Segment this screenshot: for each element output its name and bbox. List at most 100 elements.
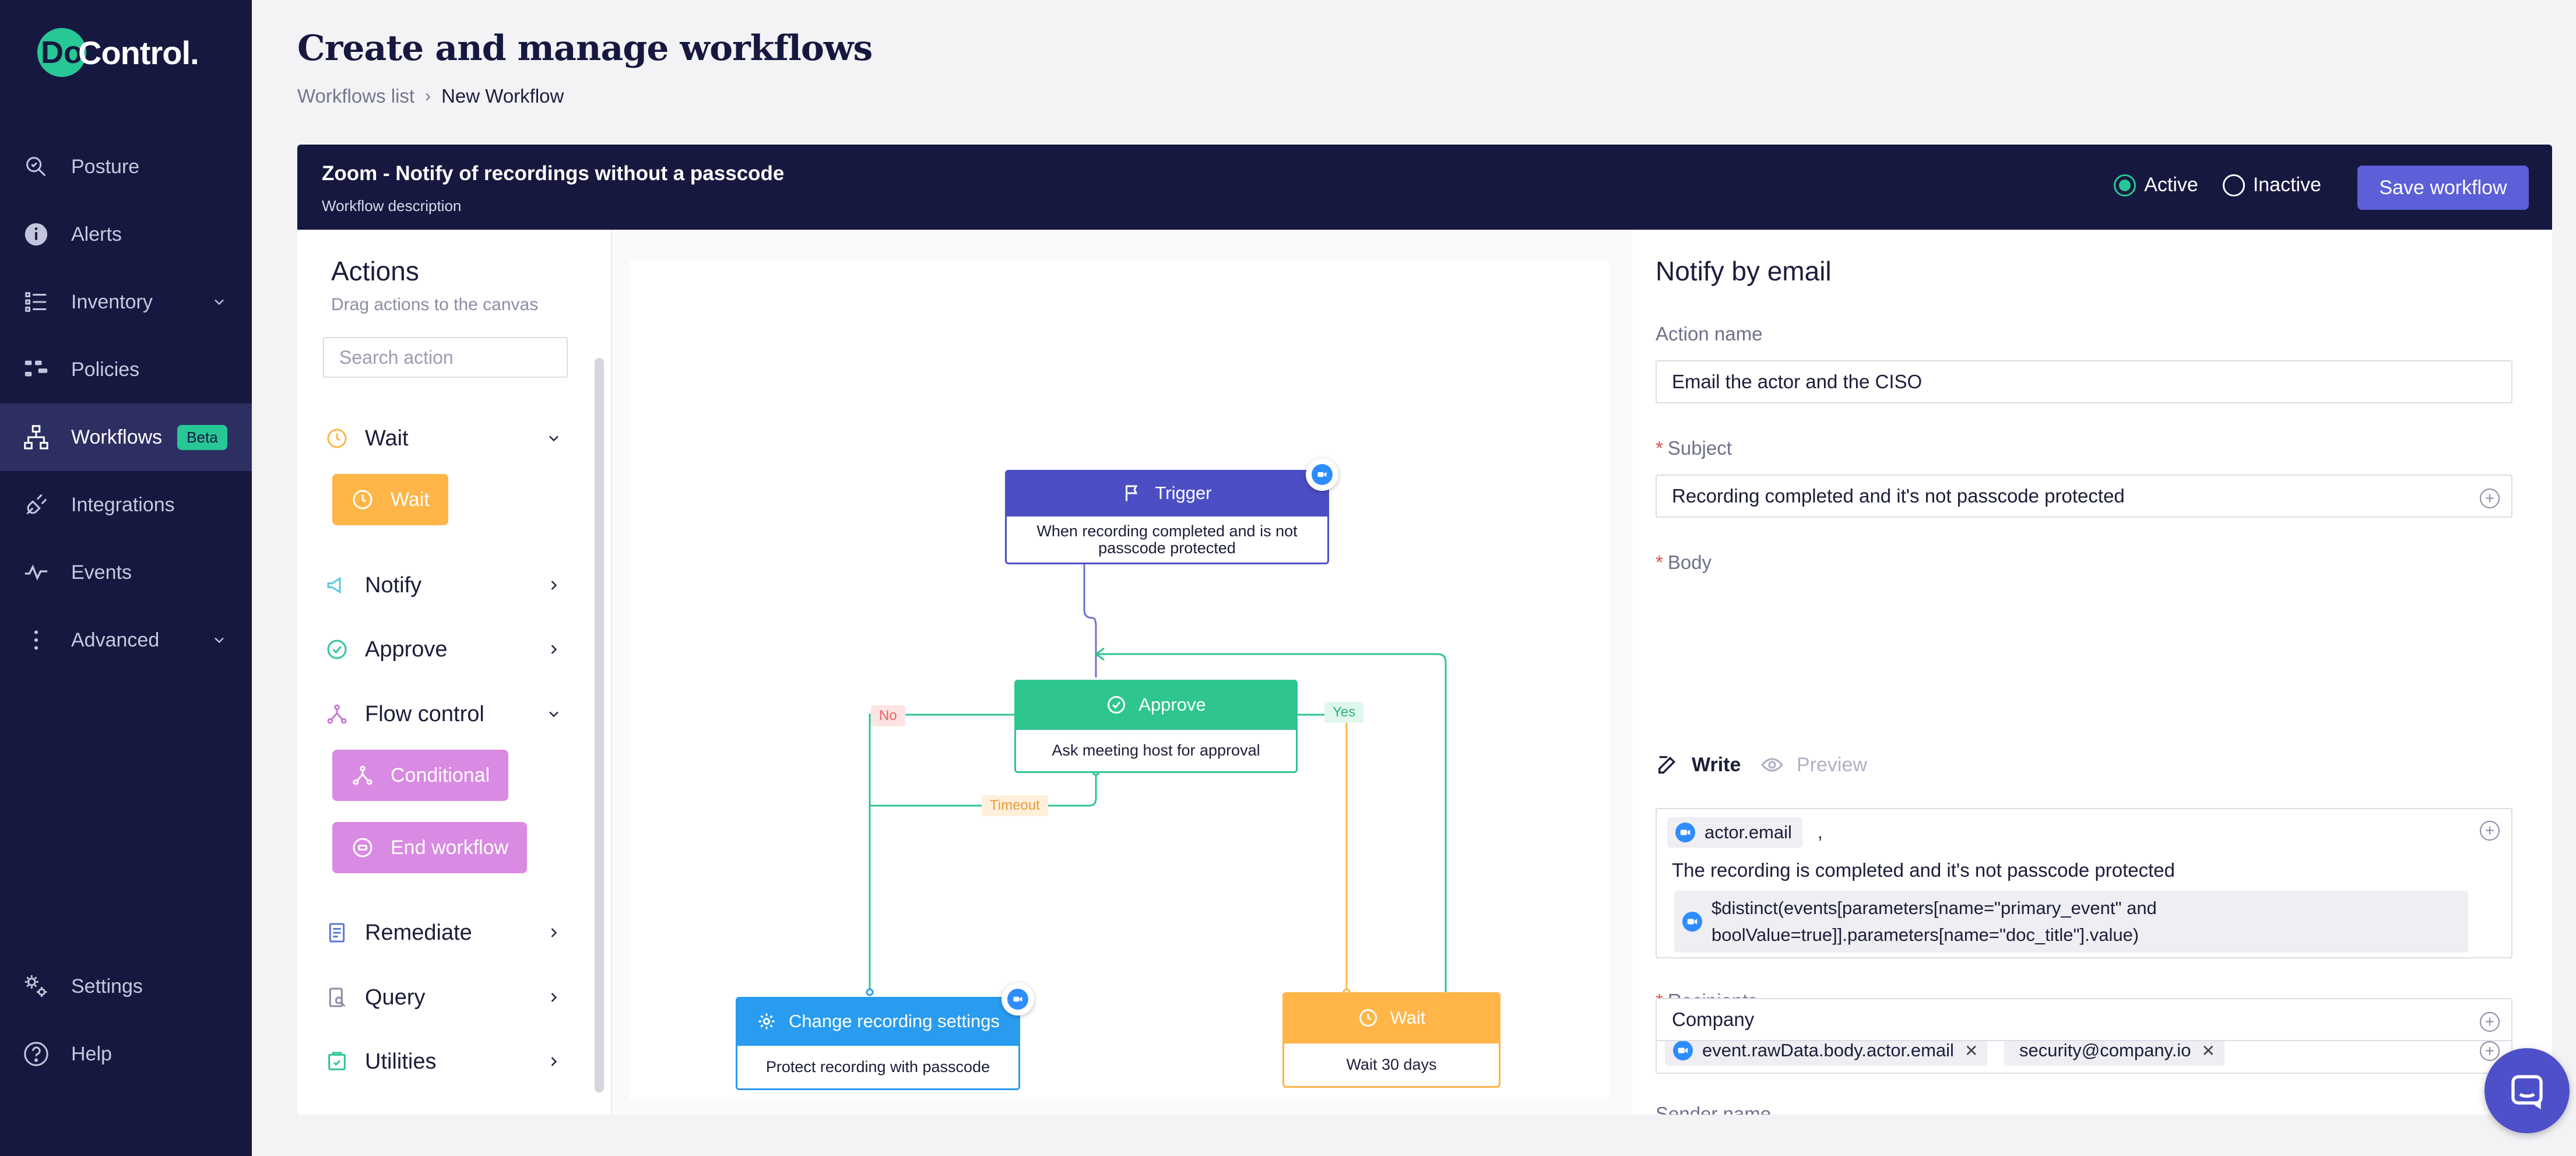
chevron-down-icon xyxy=(215,299,224,305)
node-title: Wait xyxy=(1390,1007,1426,1028)
action-chip-conditional[interactable]: Conditional xyxy=(332,750,509,801)
info-icon xyxy=(21,219,51,250)
add-variable-icon[interactable]: + xyxy=(2480,821,2500,841)
end-icon xyxy=(353,838,372,858)
gear-icon xyxy=(21,971,51,1002)
variable-chip[interactable]: $distinct(events[parameters[name="primar… xyxy=(1674,891,2468,953)
sidebar-item-policies[interactable]: Policies xyxy=(0,336,252,403)
workflow-description[interactable]: Workflow description xyxy=(322,197,462,215)
action-group-notify[interactable]: Notify xyxy=(323,568,568,603)
sidebar-item-inventory[interactable]: Inventory xyxy=(0,268,252,336)
search-shield-icon xyxy=(21,152,51,182)
sidebar-item-settings[interactable]: Settings xyxy=(0,953,252,1020)
node-change-recording-settings[interactable]: Change recording settings Protect record… xyxy=(736,983,1034,1090)
radio-active-label[interactable]: Active xyxy=(2144,174,2198,196)
edge-label-no: No xyxy=(871,705,905,726)
edit-icon xyxy=(1658,756,1676,774)
actions-title: Actions xyxy=(331,256,419,286)
breadcrumb-current: New Workflow xyxy=(441,85,564,107)
action-group-remediate[interactable]: Remediate xyxy=(323,915,568,950)
node-approve[interactable]: Approve Ask meeting host for approval xyxy=(1014,680,1298,773)
recipient-label: event.rawData.body.actor.email xyxy=(1702,1040,1954,1060)
node-trigger[interactable]: Trigger When recording completed and is … xyxy=(1005,458,1338,564)
chevron-down-icon xyxy=(549,435,558,442)
subject-value: Recording completed and it's not passcod… xyxy=(1672,485,2125,507)
details-title: Notify by email xyxy=(1656,256,1832,286)
radio-inactive[interactable] xyxy=(2222,174,2245,196)
breadcrumb-workflows-list[interactable]: Workflows list xyxy=(297,85,415,107)
chevron-down-icon xyxy=(215,637,224,644)
group-label: Flow control xyxy=(365,701,484,726)
action-group-utilities[interactable]: Utilities xyxy=(323,1044,568,1079)
tab-preview[interactable]: Preview xyxy=(1760,753,1867,776)
action-details-panel: Notify by email Action name Email the ac… xyxy=(1632,230,2552,1115)
eye-icon xyxy=(1761,758,1783,772)
sidebar-item-alerts[interactable]: Alerts xyxy=(0,201,252,268)
query-icon xyxy=(323,983,351,1011)
chat-icon xyxy=(2511,1075,2543,1110)
subject-input[interactable]: Recording completed and it's not passcod… xyxy=(1656,475,2512,518)
node-text: Protect recording with passcode xyxy=(736,1046,1020,1090)
action-group-flow-control[interactable]: Flow control xyxy=(323,697,568,732)
remove-icon[interactable]: ✕ xyxy=(2201,1041,2215,1060)
recipient-chip[interactable]: security@company.io ✕ xyxy=(2004,1035,2224,1066)
sidebar-item-label: Integrations xyxy=(71,493,175,516)
action-group-query[interactable]: Query xyxy=(323,980,568,1015)
radio-inactive-label[interactable]: Inactive xyxy=(2252,174,2321,196)
chat-launcher-button[interactable] xyxy=(2484,1048,2570,1133)
node-title: Approve xyxy=(1138,694,1206,715)
group-label: Notify xyxy=(365,572,422,598)
add-variable-icon[interactable]: + xyxy=(2480,1041,2500,1061)
megaphone-icon xyxy=(323,571,351,599)
sidebar-item-posture[interactable]: Posture xyxy=(0,133,252,201)
node-wait[interactable]: Wait Wait 30 days xyxy=(1282,992,1500,1088)
node-text: Wait 30 days xyxy=(1282,1043,1500,1088)
branch-icon xyxy=(353,765,372,785)
workflow-name[interactable]: Zoom - Notify of recordings without a pa… xyxy=(322,162,785,185)
body-comma: , xyxy=(1818,822,1823,842)
chevron-down-icon xyxy=(549,711,558,718)
sender-name-label: Sender name xyxy=(1656,1103,1772,1115)
sidebar-item-help[interactable]: Help xyxy=(0,1020,252,1088)
group-label: Query xyxy=(365,985,426,1010)
tab-write[interactable]: Write xyxy=(1656,753,1741,776)
radio-active[interactable] xyxy=(2114,174,2136,196)
actions-panel: Actions Drag actions to the canvas Searc… xyxy=(297,230,612,1115)
sidebar-item-workflows[interactable]: Workflows Beta xyxy=(0,403,252,471)
action-group-wait[interactable]: Wait xyxy=(323,421,568,456)
sidebar-item-integrations[interactable]: Integrations xyxy=(0,471,252,539)
sender-name-input[interactable]: Company + xyxy=(1656,998,2512,1041)
variable-label: $distinct(events[parameters[name="primar… xyxy=(1712,898,2157,945)
clock-icon xyxy=(1359,1009,1377,1027)
body-editor[interactable]: actor.email , The recording is completed… xyxy=(1656,808,2512,958)
save-workflow-button[interactable]: Save workflow xyxy=(2357,166,2529,210)
action-chip-wait[interactable]: Wait xyxy=(332,474,448,525)
sidebar-item-label: Advanced xyxy=(71,628,160,651)
action-chip-end-workflow[interactable]: End workflow xyxy=(332,822,528,873)
zoom-icon xyxy=(1001,983,1034,1016)
chevron-right-icon xyxy=(551,1057,557,1066)
sidebar-item-events[interactable]: Events xyxy=(0,539,252,606)
actions-subtitle: Drag actions to the canvas xyxy=(331,295,539,314)
workflow-editor: Zoom - Notify of recordings without a pa… xyxy=(297,145,2552,1115)
search-action-input[interactable]: Search action xyxy=(323,337,568,378)
remove-icon[interactable]: ✕ xyxy=(1964,1041,1978,1060)
sidebar-item-advanced[interactable]: Advanced xyxy=(0,606,252,674)
action-group-approve[interactable]: Approve xyxy=(323,632,568,667)
sidebar-item-label: Alerts xyxy=(71,223,122,245)
workflow-canvas[interactable]: Trigger When recording completed and is … xyxy=(612,230,1632,1115)
add-variable-icon[interactable]: + xyxy=(2480,489,2500,508)
actions-scrollbar[interactable] xyxy=(595,358,604,1092)
app-logo[interactable]: Do Control. xyxy=(37,28,199,77)
add-variable-icon[interactable]: + xyxy=(2480,1012,2500,1032)
chip-label: End workflow xyxy=(391,836,509,859)
action-name-input[interactable]: Email the actor and the CISO xyxy=(1656,360,2512,403)
edge-label-yes: Yes xyxy=(1324,702,1364,723)
recipient-label: security@company.io xyxy=(2019,1040,2191,1060)
variable-chip[interactable]: actor.email xyxy=(1667,817,1802,848)
page-title: Create and manage workflows xyxy=(297,28,873,69)
sidebar-item-label: Posture xyxy=(71,155,140,178)
help-icon xyxy=(21,1039,51,1069)
tab-label: Preview xyxy=(1797,753,1867,776)
variable-label: actor.email xyxy=(1705,822,1792,842)
